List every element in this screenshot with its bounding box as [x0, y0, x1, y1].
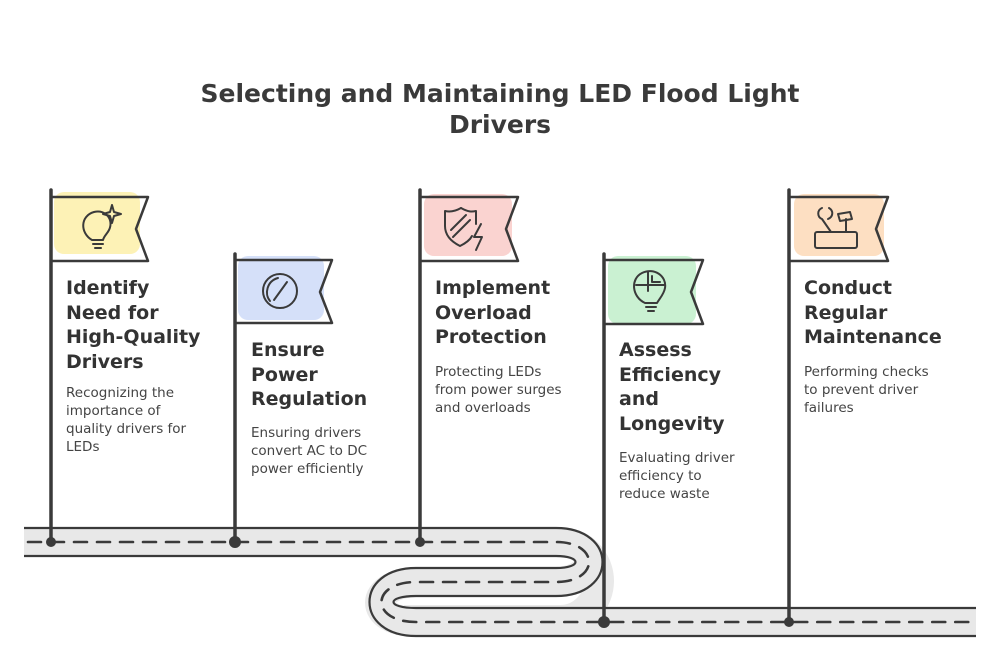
- step-3-desc-line: from power surges: [435, 382, 562, 398]
- step-2-title-line: Ensure: [251, 339, 325, 361]
- flag-3-banner: [420, 195, 520, 263]
- shield-bolt-icon: [444, 207, 483, 251]
- flag-5-banner: [789, 195, 890, 263]
- step-4-title-line: Efficiency: [619, 363, 722, 386]
- step-1-title-line: Need for: [66, 301, 159, 324]
- lightbulb-sparkle-icon: [82, 204, 122, 249]
- flag-3: [415, 188, 520, 547]
- flag-2-marker: [229, 536, 241, 548]
- step-5-title-line: Maintenance: [804, 326, 942, 348]
- flag-2: [229, 252, 334, 548]
- step-3-title-line: Implement: [435, 277, 551, 299]
- step-4-desc-line: efficiency to: [619, 468, 702, 484]
- flag-2-banner: [235, 258, 334, 325]
- step-1-title-line: Drivers: [66, 350, 144, 373]
- step-1-description: Recognizing the importance of quality dr…: [66, 384, 186, 456]
- step-2-desc-line: power efficiently: [251, 461, 364, 477]
- step-3-title: Implement Overload Protection: [435, 276, 550, 350]
- step-1-title-line: High-Quality: [66, 326, 201, 348]
- step-4-description: Evaluating driver efficiency to reduce w…: [619, 449, 735, 503]
- toolbox-icon: [814, 207, 858, 249]
- flag-1: [46, 188, 150, 547]
- step-5-desc-line: Performing checks: [804, 364, 929, 380]
- flag-3-marker: [415, 537, 425, 547]
- step-5-title: Conduct Regular Maintenance: [804, 276, 942, 350]
- step-5-title-line: Conduct: [804, 277, 892, 299]
- step-1-title-line: Identify: [66, 277, 150, 299]
- power-gauge-icon: [262, 273, 298, 309]
- winding-road: [24, 526, 978, 638]
- step-2-title-line: Power: [251, 363, 318, 386]
- step-4-desc-line: reduce waste: [619, 486, 710, 502]
- road-center-dashes: [26, 540, 978, 624]
- step-2-description: Ensuring drivers convert AC to DC power …: [251, 424, 367, 478]
- step-4-desc-line: Evaluating driver: [619, 450, 735, 466]
- step-2-desc-line: Ensuring drivers: [251, 425, 362, 441]
- flag-1-highlight: [54, 192, 140, 254]
- step-3-description: Protecting LEDs from power surges and ov…: [435, 363, 562, 417]
- step-5-description: Performing checks to prevent driver fail…: [804, 363, 929, 417]
- flag-5: [784, 188, 890, 627]
- flag-1-marker: [46, 537, 56, 547]
- flag-4: [598, 252, 705, 628]
- step-4-title-line: Assess: [619, 339, 692, 361]
- step-5-desc-line: failures: [804, 400, 854, 416]
- lightbulb-chart-icon: [633, 270, 667, 312]
- flag-5-marker: [784, 617, 794, 627]
- flag-1-banner: [51, 195, 150, 263]
- step-1-title: Identify Need for High-Quality Drivers: [66, 276, 200, 374]
- step-5-desc-line: to prevent driver: [804, 382, 919, 398]
- step-3-title-line: Protection: [435, 326, 547, 348]
- flag-4-banner: [604, 258, 705, 326]
- step-5-title-line: Regular: [804, 301, 888, 324]
- flag-4-marker: [598, 616, 610, 628]
- flag-5-highlight: [794, 194, 884, 256]
- step-1-desc-line: Recognizing the: [66, 385, 175, 401]
- step-3-desc-line: Protecting LEDs: [435, 364, 542, 380]
- step-4-title-line: Longevity: [619, 412, 725, 435]
- step-1-desc-line: quality drivers for: [66, 421, 187, 437]
- step-4-title-line: and: [619, 388, 659, 410]
- step-3-title-line: Overload: [435, 301, 532, 324]
- step-2-title: Ensure Power Regulation: [251, 338, 367, 412]
- step-2-desc-line: convert AC to DC: [251, 443, 368, 459]
- step-3-desc-line: and overloads: [435, 400, 531, 416]
- flag-2-highlight: [238, 256, 324, 320]
- step-2-title-line: Regulation: [251, 388, 368, 410]
- flag-4-highlight: [608, 256, 696, 324]
- diagram-title: Selecting and Maintaining LED Flood Ligh…: [200, 79, 800, 139]
- step-1-desc-line: LEDs: [66, 439, 100, 455]
- step-1-desc-line: importance of: [66, 403, 161, 419]
- flag-3-highlight: [424, 194, 512, 256]
- step-4-title: Assess Efficiency and Longevity: [619, 338, 725, 436]
